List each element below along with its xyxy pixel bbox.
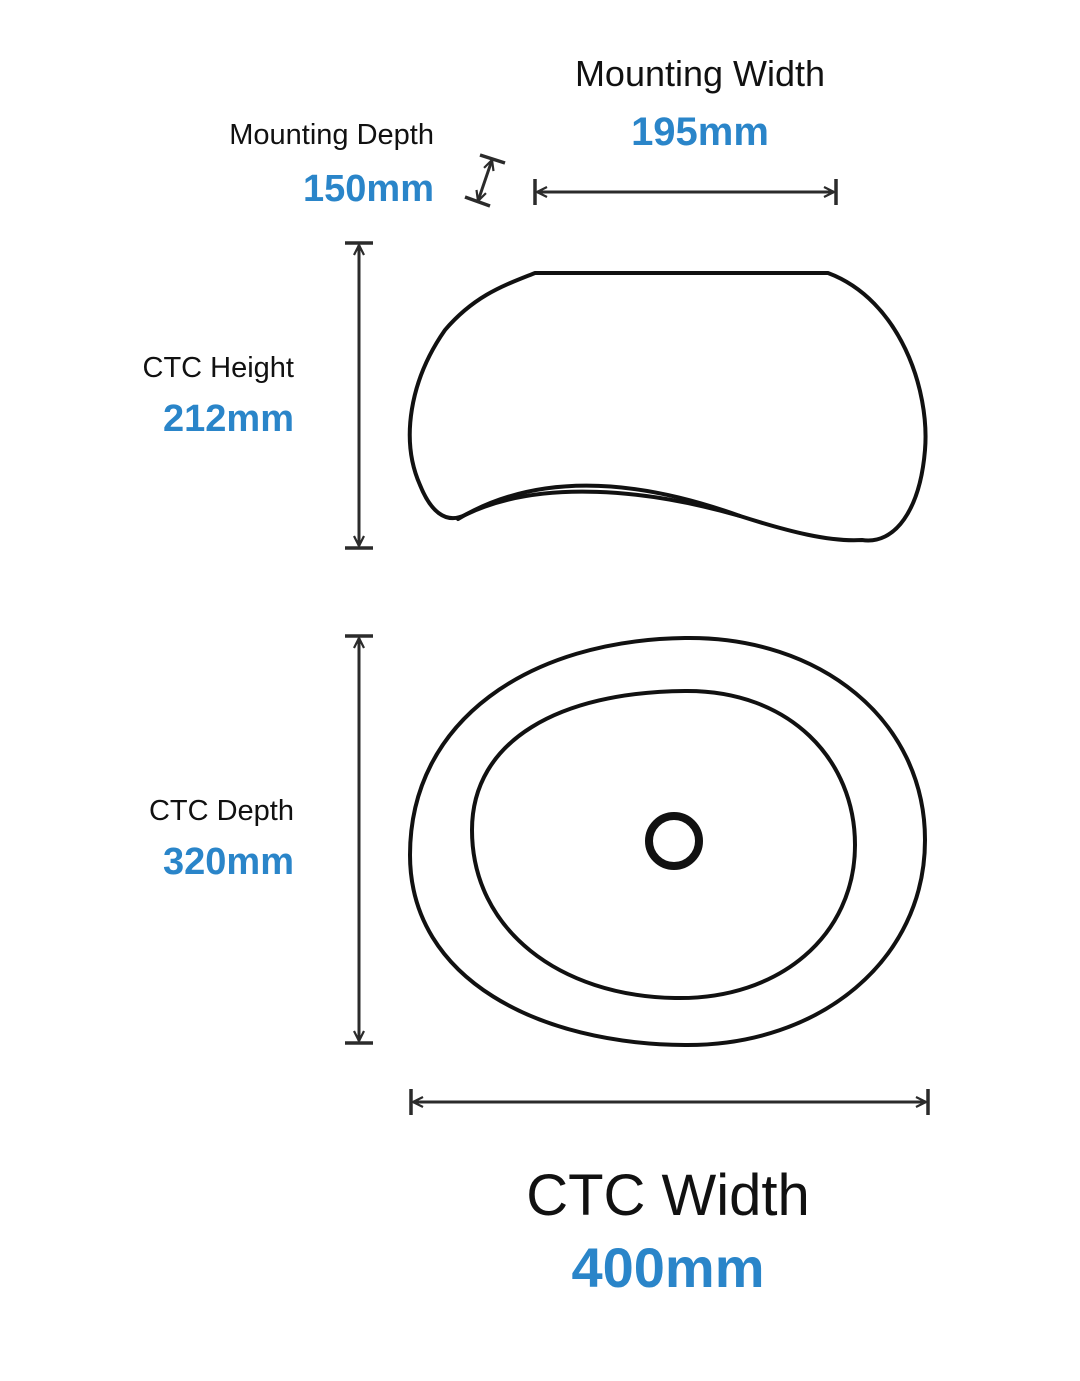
mounting-width-arrow xyxy=(533,179,838,205)
ctc-width-arrow xyxy=(409,1089,930,1115)
mounting-width-value: 195mm xyxy=(631,110,769,154)
basin-inner-bowl xyxy=(470,688,857,1001)
mounting-depth-arrow xyxy=(464,153,506,208)
ctc-depth-arrow xyxy=(345,634,373,1045)
ctc-height-value: 212mm xyxy=(163,398,294,440)
ctc-depth-value: 320mm xyxy=(163,841,294,883)
ctc-width-value: 400mm xyxy=(571,1236,765,1299)
ctc-depth-label: CTC Depth xyxy=(148,795,294,827)
mounting-depth-value: 150mm xyxy=(303,168,434,210)
mounting-depth-label: Mounting Depth xyxy=(229,119,434,151)
ctc-height-label: CTC Height xyxy=(142,352,295,384)
basin-top-view xyxy=(408,635,927,1048)
drain-icon xyxy=(645,812,703,870)
mounting-width-label: Mounting Width xyxy=(574,53,826,94)
ctc-width-label: CTC Width xyxy=(526,1163,810,1228)
basin-outer-rim xyxy=(408,635,927,1048)
ctc-height-arrow xyxy=(345,241,373,550)
basin-side-view xyxy=(407,271,928,543)
